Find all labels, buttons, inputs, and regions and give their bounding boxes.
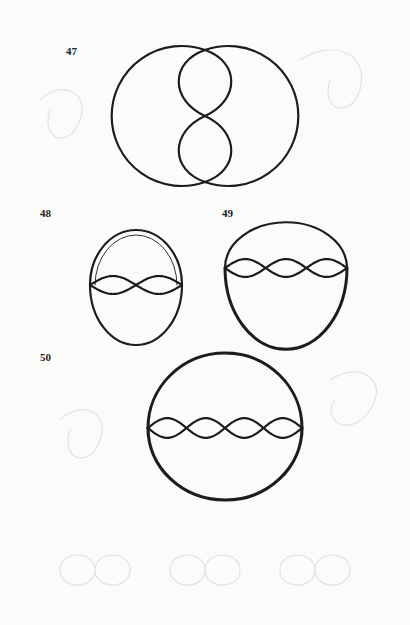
loop-strand: [148, 418, 302, 438]
loop-strand: [148, 418, 302, 438]
figures-48-50: [90, 222, 347, 500]
bleed-through-ghosts: [40, 50, 376, 585]
figure-47: [112, 46, 299, 186]
upper-arc: [225, 222, 347, 268]
ghost-curve: [330, 372, 376, 425]
right-outer-arc: [205, 46, 298, 186]
upper-arc: [148, 353, 302, 428]
loop-strand: [90, 276, 182, 294]
figure-number: 47: [66, 46, 77, 57]
figure-number: 48: [40, 208, 51, 219]
lower-arc: [148, 428, 302, 500]
figure-eight-strand: [179, 50, 232, 182]
figure-number: 50: [40, 352, 51, 363]
loop-strand: [225, 259, 347, 277]
lower-arc: [225, 268, 347, 349]
ghost-lemniscate: [170, 555, 240, 585]
figure-number: 49: [222, 208, 233, 219]
ghost-curve: [300, 50, 362, 108]
loop-strand: [225, 259, 347, 277]
ghost-curve: [60, 410, 102, 459]
left-outer-arc: [112, 46, 205, 186]
ghost-lemniscate: [280, 555, 350, 585]
ghost-curve: [40, 90, 82, 139]
figure-eight-strand: [179, 50, 232, 182]
ghost-lemniscate: [60, 555, 130, 585]
loop-strand: [90, 276, 182, 294]
lower-arc: [90, 285, 182, 345]
